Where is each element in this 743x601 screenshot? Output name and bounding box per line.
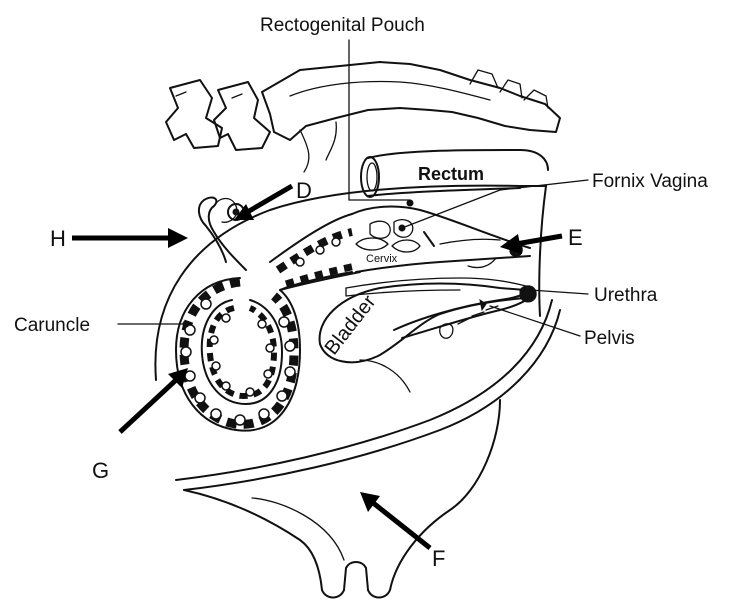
letter-e: E [568,225,583,250]
arrow-h [72,228,188,248]
letter-d: D [296,178,312,203]
label-cervix: Cervix [366,253,398,265]
fornix-vagina-dot [399,225,405,231]
arrow-e [500,234,562,254]
caruncle-dot [183,321,189,327]
label-caruncle: Caruncle [14,315,90,336]
letter-h: H [50,226,66,251]
rectogenital-pouch-dot [407,200,413,206]
label-urethra: Urethra [594,285,658,306]
vertebrae-illustration [166,62,560,172]
letter-g: G [92,458,109,483]
label-pelvis: Pelvis [584,328,635,349]
label-rectum: Rectum [418,164,484,184]
pelvis-leader [490,306,580,336]
label-bladder: Bladder [321,291,381,359]
arrow-g [120,368,188,432]
label-rectogenital-pouch: Rectogenital Pouch [260,15,425,36]
label-fornix-vagina: Fornix Vagina [592,171,708,192]
arrow-d [234,186,292,220]
letter-f: F [432,546,445,571]
arrow-f [360,492,430,548]
uterus-illustration [176,214,360,431]
